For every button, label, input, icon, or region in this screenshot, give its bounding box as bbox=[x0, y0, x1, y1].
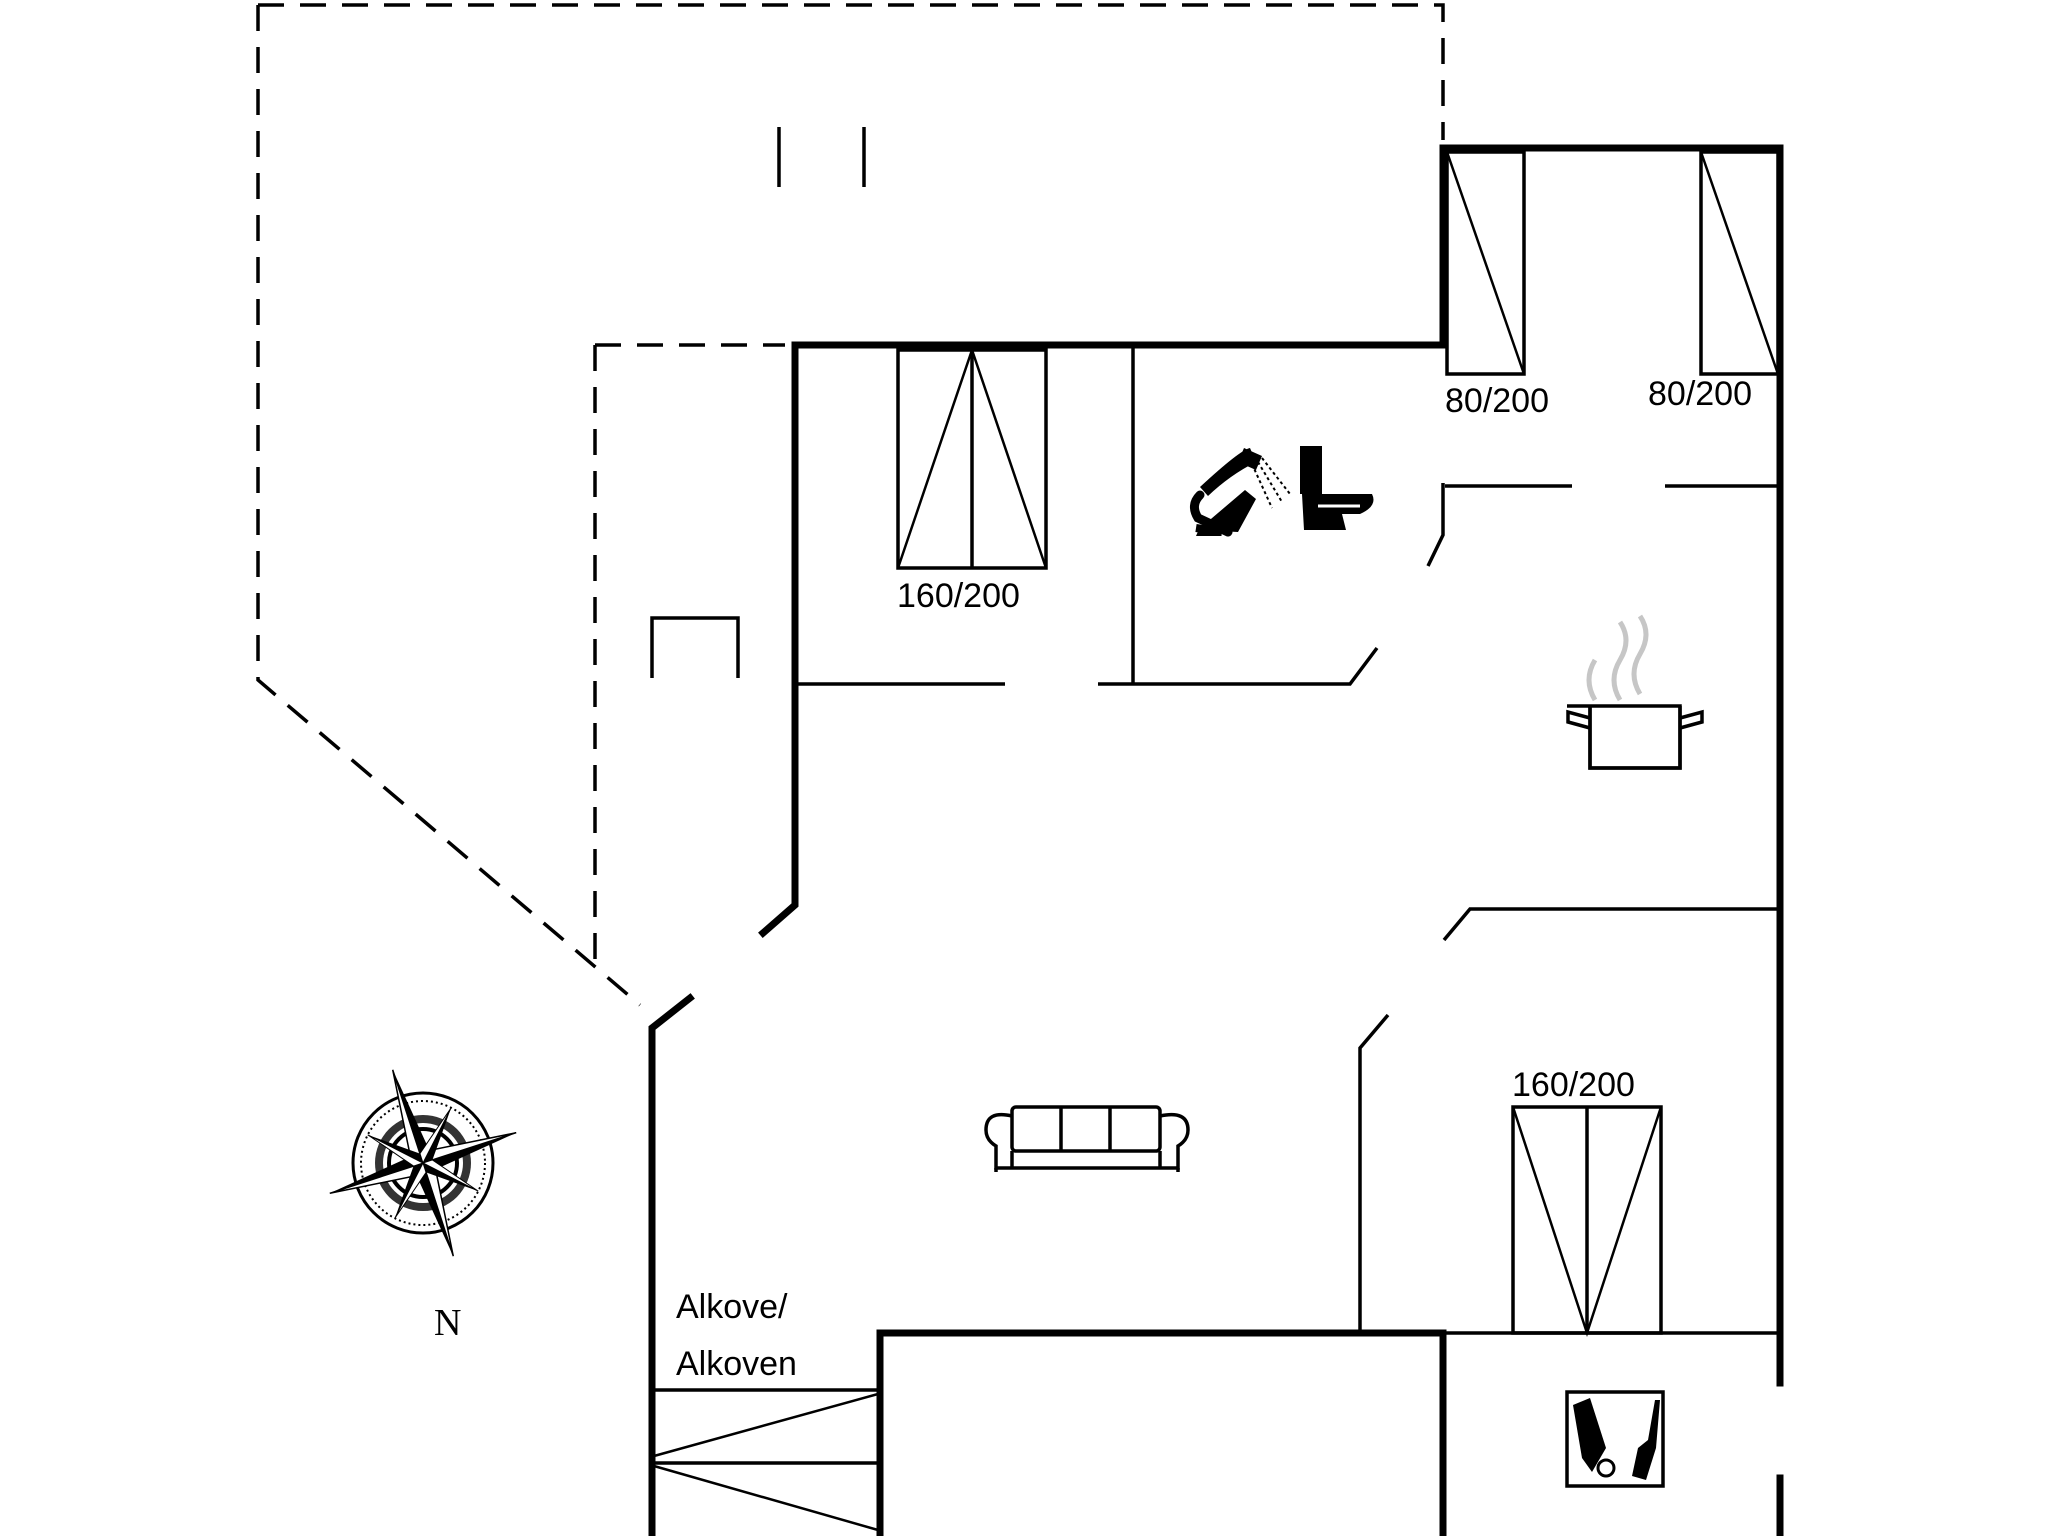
double-bed-2 bbox=[1511, 1105, 1663, 1338]
shower-icon bbox=[1190, 448, 1291, 537]
alcove-label: Alkove/ bbox=[676, 1288, 788, 1326]
alcove-label: Alkoven bbox=[676, 1345, 797, 1383]
double-bed-1 bbox=[896, 346, 1048, 570]
north-label: N bbox=[434, 1302, 461, 1344]
toilet-icon bbox=[1300, 446, 1374, 530]
bed-size-label: 160/200 bbox=[1512, 1066, 1635, 1104]
single-bed-1 bbox=[1445, 150, 1526, 376]
exterior-walls bbox=[648, 144, 1784, 1536]
bed-size-label: 80/200 bbox=[1648, 375, 1752, 413]
alcove-bed bbox=[653, 1392, 879, 1532]
interior-walls bbox=[654, 348, 1778, 1392]
bed-size-label: 160/200 bbox=[897, 577, 1020, 615]
bed-size-label: 80/200 bbox=[1445, 382, 1549, 420]
washing-machine-icon bbox=[1565, 1390, 1665, 1488]
compass-rose-icon bbox=[329, 1069, 517, 1257]
cooking-pot-icon bbox=[1566, 614, 1704, 770]
sofa-icon bbox=[984, 1105, 1190, 1172]
terrace-outline bbox=[256, 3, 1445, 1007]
single-bed-2 bbox=[1699, 150, 1780, 376]
